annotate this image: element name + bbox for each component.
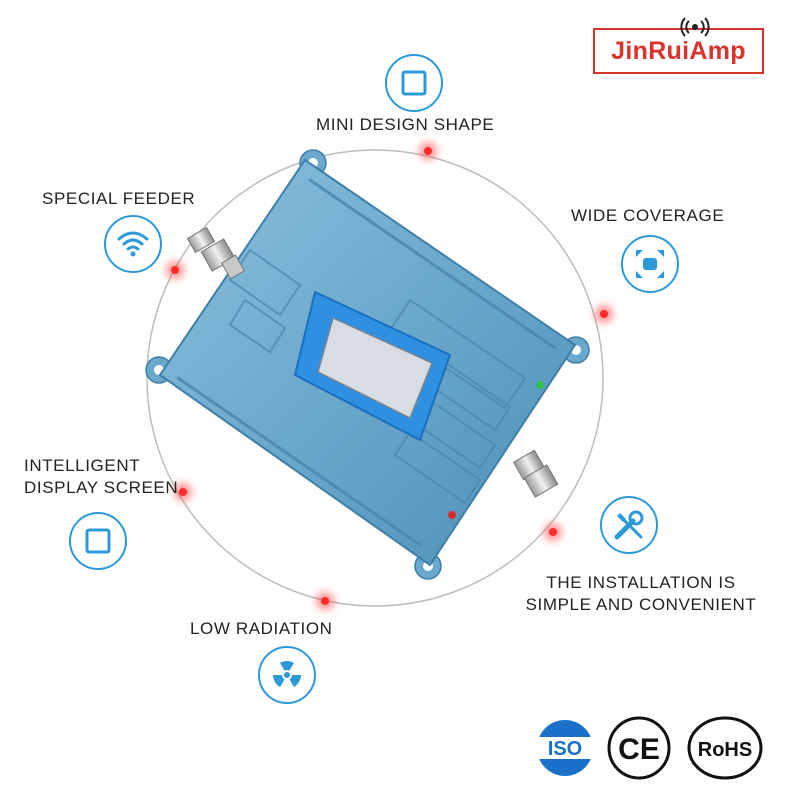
rohs-certification-icon: RoHS — [687, 716, 763, 780]
iso-certification-icon: ISO — [529, 720, 601, 776]
brand-name: JinRuiAmp — [611, 36, 746, 65]
feature-label-line: THE INSTALLATION IS — [546, 573, 736, 592]
square-icon — [385, 54, 443, 112]
wifi-icon — [104, 215, 162, 273]
marker-dot-right-top — [600, 310, 608, 318]
feature-label-special-feeder: SPECIAL FEEDER — [42, 189, 196, 208]
brand-logo: JinRuiAmp — [593, 17, 764, 74]
feature-label-line: DISPLAY SCREEN — [24, 478, 179, 497]
feature-label-installation: THE INSTALLATION IS SIMPLE AND CONVENIEN… — [515, 572, 767, 616]
marker-dot-left-top — [171, 266, 179, 274]
marker-dot-right-mid — [549, 528, 557, 536]
expand-arrows-icon — [621, 235, 679, 293]
feature-label-line: SIMPLE AND CONVENIENT — [525, 595, 757, 614]
feature-label-line: INTELLIGENT — [24, 456, 141, 475]
radiation-icon — [258, 646, 316, 704]
feature-label-intelligent-display: INTELLIGENT DISPLAY SCREEN — [24, 455, 178, 499]
cert-label-rohs: RoHS — [698, 739, 752, 761]
marker-dot-top — [424, 147, 432, 155]
broadcast-signal-icon — [680, 17, 710, 37]
marker-dot-left-mid — [179, 488, 187, 496]
marker-dot-bottom — [321, 597, 329, 605]
cert-label-iso: ISO — [548, 738, 582, 760]
tools-icon — [600, 496, 658, 554]
ce-certification-icon: CE — [607, 716, 671, 780]
feature-label-low-radiation: LOW RADIATION — [190, 619, 333, 638]
feature-label-wide-coverage: WIDE COVERAGE — [571, 206, 725, 225]
square-icon — [69, 512, 127, 570]
feature-label-mini-design: MINI DESIGN SHAPE — [316, 115, 495, 134]
cert-label-ce: CE — [618, 733, 660, 766]
